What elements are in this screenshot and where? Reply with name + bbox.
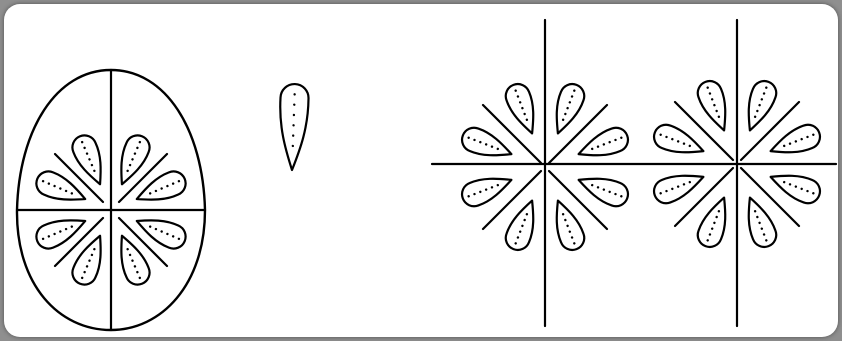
- single-petal: [278, 84, 309, 171]
- petal-motif-pair: [432, 20, 836, 326]
- egg-petal-ornament: [17, 70, 205, 330]
- single-petal-element: [278, 84, 309, 171]
- petal-ornament-illustration: [4, 4, 838, 337]
- illustration-card: [4, 4, 838, 337]
- petal-motif-2: [651, 20, 824, 326]
- petal-outline: [278, 84, 309, 171]
- petal-motif-1: [459, 20, 632, 326]
